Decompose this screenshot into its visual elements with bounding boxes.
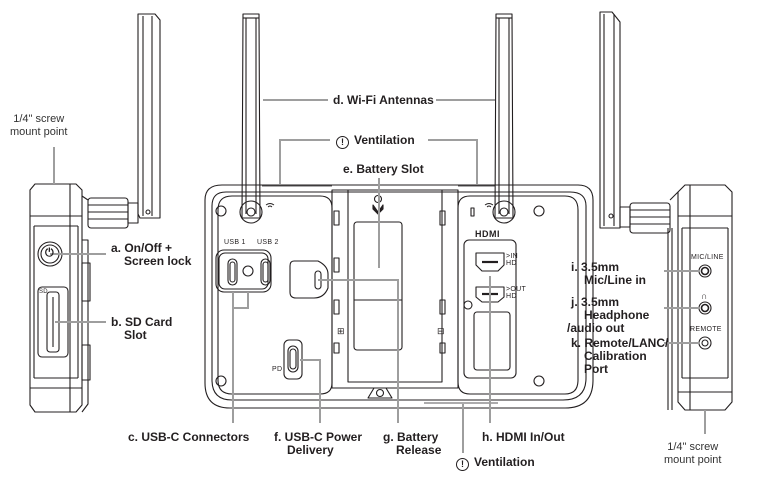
- right-side-body: [667, 184, 733, 411]
- label-line: e. Battery Slot: [343, 162, 424, 176]
- label-line: g. Battery: [383, 430, 439, 444]
- left-side-antenna: [87, 13, 161, 229]
- wifi-indicator-icon: [265, 203, 494, 208]
- marking-line: HD: [506, 293, 517, 300]
- left-side-body: [29, 183, 91, 413]
- label-f-usb-c-pd: f. USB-C Power Delivery: [274, 431, 362, 457]
- label-i-mic-line: i. 3.5mm Mic/Line in: [571, 261, 646, 287]
- label-line: i. 3.5mm: [571, 260, 620, 274]
- label-line: Ventilation: [354, 133, 415, 147]
- right-side-antenna: [599, 11, 671, 234]
- label-k-remote: k. Remote/LANC/ Calibration Port: [571, 337, 668, 376]
- warning-icon: !: [456, 458, 469, 471]
- label-d-wifi-antennas: d. Wi-Fi Antennas: [333, 94, 434, 107]
- usb-c-ports: [215, 249, 272, 293]
- usb-c-pd-port: [283, 339, 303, 380]
- battery-plus-icon: ⊞: [337, 326, 345, 336]
- marking-line: >OUT: [506, 286, 527, 293]
- label-g-battery-release: g. Battery Release: [383, 431, 441, 457]
- power-icon: ⏻: [45, 247, 55, 259]
- label-line: a. On/Off +: [111, 241, 173, 255]
- battery-slot: [331, 189, 459, 389]
- sd-marking: SD: [39, 289, 48, 295]
- label-h-hdmi: h. HDMI In/Out: [482, 431, 565, 444]
- hdmi-out-marking: >OUT HD: [506, 286, 526, 300]
- usb1-marking: USB 1: [224, 239, 246, 246]
- label-line: Slot: [124, 328, 147, 342]
- label-line: Screen lock: [124, 254, 192, 268]
- usb2-marking: USB 2: [257, 239, 279, 246]
- leader-lines: [50, 99, 706, 453]
- label-line: Ventilation: [474, 455, 535, 469]
- label-a-power: a. On/Off + Screen lock: [111, 242, 191, 268]
- label-line: /audio out: [567, 321, 625, 335]
- label-line: j. 3.5mm: [571, 295, 620, 309]
- label-ventilation-top: ! Ventilation: [336, 134, 415, 149]
- label-line: Headphone: [584, 308, 650, 322]
- mic-line-marking: MIC/LINE: [691, 254, 724, 261]
- label-j-headphone: j. 3.5mm Headphone /audio out: [567, 295, 650, 335]
- battery-minus-icon: ⊟: [437, 326, 445, 336]
- label-e-battery-slot: e. Battery Slot: [343, 163, 424, 176]
- label-line: b. SD Card: [111, 315, 173, 329]
- headphone-icon: ∩: [701, 291, 708, 301]
- label-c-usb-c: c. USB-C Connectors: [128, 431, 249, 444]
- rear-antenna-right: [492, 13, 516, 224]
- label-line: c. USB-C Connectors: [128, 430, 250, 444]
- remote-marking: REMOTE: [690, 326, 722, 333]
- screw-mount-label-right: 1/4" screw mount point: [664, 441, 721, 467]
- screw-mount-label-left: 1/4" screw mount point: [10, 113, 67, 139]
- label-line: 1/4" screw: [667, 441, 719, 453]
- label-line: Port: [584, 362, 608, 376]
- audio-jacks: [698, 264, 712, 350]
- hdmi-logo: HDMI: [475, 229, 500, 239]
- label-line: f. USB-C Power: [274, 430, 363, 444]
- label-line: Delivery: [287, 443, 334, 457]
- hdmi-in-marking: >IN HD: [506, 253, 518, 267]
- label-line: d. Wi-Fi Antennas: [333, 93, 434, 107]
- rear-antenna-left: [239, 13, 263, 224]
- marking-line: HD: [506, 260, 517, 267]
- label-line: mount point: [10, 126, 68, 138]
- pd-marking: PD: [272, 366, 283, 373]
- label-line: 1/4" screw: [13, 113, 65, 125]
- label-line: mount point: [664, 454, 722, 466]
- label-line: Release: [396, 443, 442, 457]
- label-line: h. HDMI In/Out: [482, 430, 565, 444]
- marking-line: >IN: [506, 253, 518, 260]
- label-line: Calibration: [584, 349, 647, 363]
- left-side-view: [29, 13, 161, 413]
- rear-view: [204, 13, 594, 409]
- warning-icon: !: [336, 136, 349, 149]
- label-b-sd-card: b. SD Card Slot: [111, 316, 172, 342]
- label-ventilation-bottom: ! Ventilation: [456, 456, 535, 471]
- label-line: Mic/Line in: [584, 273, 647, 287]
- label-line: k. Remote/LANC/: [571, 336, 669, 350]
